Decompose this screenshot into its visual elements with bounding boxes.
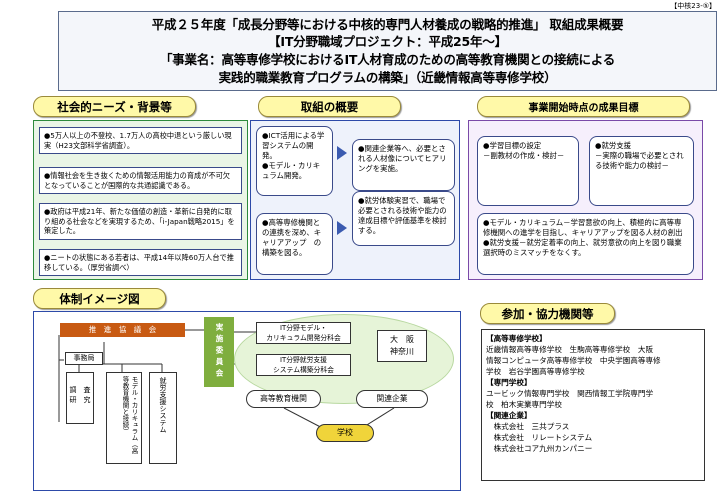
title-line-1: 平成２５年度「成長分野等における中核的専門人材養成の戦略的推進」 取組成果概要	[151, 17, 624, 32]
model-curriculum-box: モデル・カリキュラム（高等教育機関と接続）	[106, 372, 142, 464]
title-box: 平成２５年度「成長分野等における中核的専門人材養成の戦略的推進」 取組成果概要 …	[58, 11, 717, 91]
employment-support-box: 就労支援システム	[149, 372, 177, 464]
initiative-collab-box: ●高等専修機関との連携を深め、キャリアアップ の構築を図る。	[256, 213, 333, 275]
companies-box: 関連企業	[356, 390, 428, 408]
result-employment-box: ●就労支援 －実際の職場で必要とされる技術や能力の検討－	[589, 136, 694, 206]
participants-line: 【関連企業】	[486, 411, 532, 420]
survey-research-box: 調 査 研 究	[66, 372, 94, 424]
participants-line: 近畿情報高等専修学校 生駒高等専修学校 大阪	[486, 345, 654, 354]
result-summary-box: ●モデル・カリキュラム－学習意欲の向上、積極的に高等専修機関への進学を目指し、キ…	[477, 213, 694, 275]
school-box: 学校	[316, 424, 374, 442]
result-learning-box: ●学習目標の設定 －副教材の作成・検討－	[477, 136, 579, 206]
exec-committee-box: 実施委員会	[204, 317, 234, 387]
social-needs-panel: ●5万人以上の不登校、1.7万人の高校中退という厳しい現実（H23文部科学省調査…	[33, 120, 248, 280]
participants-line: 株式会社 三共プラス	[486, 422, 570, 431]
participants-header: 参加・協力機関等	[480, 303, 615, 324]
social-need-item-2: ●情報社会を生き抜くための情報活用能力の育成が不可欠となっていることが国際的な共…	[39, 167, 242, 194]
results-header: 事業開始時点の成果目標	[477, 96, 690, 117]
promotion-council-box: 推 進 協 議 会	[60, 323, 185, 337]
title-line-3: 「事業名：高等専修学校におけるIT人材育成のための高等教育機関との接続による	[159, 52, 616, 67]
initiatives-panel: ●ICT活用による学習システムの開発。 ●モデル・カリキュラム開発。 ●高等専修…	[250, 120, 460, 280]
social-need-item-4: ●ニートの状態にある若者は、平成14年以降60万人台で推移している。（厚労省調べ…	[39, 249, 242, 276]
title-line-2: 【IT分野職域プロジェクト：平成25年～】	[268, 34, 507, 49]
secretariat-box: 事務局	[65, 352, 103, 365]
participants-line: 【専門学校】	[486, 378, 532, 387]
participants-line: 【高等専修学校】	[486, 334, 547, 343]
page-tag: 【中核23-⑤】	[670, 2, 716, 10]
social-need-item-1: ●5万人以上の不登校、1.7万人の高校中退という厳しい現実（H23文部科学省調査…	[39, 127, 242, 154]
curriculum-subcommittee-box: IT分野モデル・ カリキュラム開発分科会	[256, 322, 351, 344]
initiative-internship-box: ●就労体験実習で、職場で必要とされる技術や能力の達成目標や評価基準を検討する。	[352, 191, 455, 246]
social-needs-header: 社会的ニーズ・背景等	[33, 96, 196, 117]
participants-list: 【高等専修学校】 近畿情報高等専修学校 生駒高等専修学校 大阪 情報コンピュータ…	[481, 329, 705, 481]
participants-line: 株式会社コア九州カンパニー	[486, 444, 593, 453]
social-need-item-3: ●政府は平成21年、新たな価値の創造・革新に自発的に取り組める社会などを実現する…	[39, 203, 242, 240]
participants-line: 校 柏木実業専門学校	[486, 400, 562, 409]
participants-line: ユービック情報専門学校 関西情報工学院専門学	[486, 389, 654, 398]
participants-line: 学校 岩谷学園高等専修学校	[486, 367, 585, 376]
initiative-hearing-box: ●関連企業等へ、必要とされる人材像についてヒアリングを実施。	[352, 139, 455, 191]
participants-line: 株式会社 リレートシステム	[486, 433, 593, 442]
arrow-right-icon	[337, 221, 347, 235]
structure-header: 体制イメージ図	[33, 288, 166, 309]
structure-panel: 推 進 協 議 会 事務局 実施委員会 調 査 研 究 モデル・カリキュラム（高…	[33, 311, 461, 491]
title-line-4: 実践的職業教育プログラムの構築」（近畿情報高等専修学校）	[218, 70, 557, 85]
participants-line: 情報コンピュータ高等専修学校 中央学園高等専修	[486, 356, 661, 365]
initiatives-header: 取組の概要	[258, 96, 401, 117]
employment-subcommittee-box: IT分野就労支援 システム構築分科会	[256, 354, 351, 376]
initiative-ict-box: ●ICT活用による学習システムの開発。 ●モデル・カリキュラム開発。	[256, 126, 333, 196]
higher-education-box: 高等教育機関	[246, 390, 321, 408]
arrow-right-icon	[337, 146, 347, 160]
region-box: 大 阪 神奈川	[377, 330, 427, 362]
results-panel: ●学習目標の設定 －副教材の作成・検討－ ●就労支援 －実際の職場で必要とされる…	[468, 120, 703, 280]
